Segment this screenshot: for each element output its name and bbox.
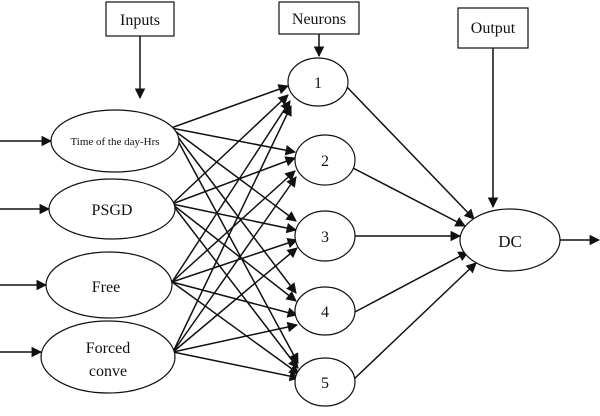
output-header-label: Output [471,20,516,37]
neuron-5: 5 [294,357,356,407]
input-node-psgd: PSGD [48,178,176,240]
inputs-header: Inputs [105,1,175,37]
input-to-neuron-arrow [172,321,299,353]
input-to-neuron-arrow [172,247,298,353]
input-to-neuron-arrow [171,156,296,205]
input-to-neuron-arrow [170,127,297,294]
inputs-header-box [105,1,175,37]
input-to-neuron-arrow [171,203,299,369]
neurons-header-label: Neurons [292,11,346,28]
input-to-neuron-arrow [172,351,301,382]
neuron-ellipse [294,134,356,186]
input-node-time-of-day: Time of the day-Hrs [50,109,180,173]
neuron-to-output-arrow [352,167,466,227]
input-node-free: Free [45,251,173,319]
neurons-header: Neurons [278,1,360,35]
input-node-ellipse [45,251,173,319]
input-to-neuron-arrow [170,127,299,364]
output-node-dc: DC [459,208,561,272]
neuron-label: 4 [321,304,329,321]
neuron-ellipse [294,286,356,336]
input-node-forced-conve: Forced conve [40,320,176,394]
input-node-label: PSGD [92,202,133,219]
input-node-label-line1: Forced [86,340,130,357]
input-to-neuron-arrow [170,127,297,156]
inputs-header-label: Inputs [120,12,160,29]
input-node-label-line2: conve [89,363,127,380]
neuron-label: 3 [321,229,329,246]
output-header: Output [457,7,529,49]
input-node-ellipse [50,109,180,173]
neuron-ellipse [294,210,356,262]
neuron-3: 3 [294,210,356,262]
neuron-label: 2 [321,153,329,170]
input-node-ellipse [48,178,176,240]
neuron-2: 2 [294,134,356,186]
input-to-neuron-arrow [171,281,300,375]
input-to-neuron-arrow [171,238,298,283]
neuron-1: 1 [287,57,349,107]
input-to-neuron-arrow [171,203,298,234]
input-to-neuron-arrow [170,84,289,129]
input-to-neuron-arrow [172,105,292,353]
input-to-neuron-arrow [171,100,291,283]
input-node-ellipse [40,320,176,394]
neuron-label: 1 [314,75,322,92]
input-to-neuron-arrow [171,281,299,318]
neuron-to-output-arrow [345,85,475,220]
output-node-ellipse [459,208,561,272]
neurons-header-box [278,1,360,35]
neuron-to-output-arrow [352,251,469,314]
input-to-neuron-arrow [171,203,297,302]
neuron-to-output-arrow [352,262,477,381]
input-node-label: Time of the day-Hrs [70,136,159,148]
output-node-label: DC [498,232,522,251]
output-header-box [457,7,529,49]
neuron-4: 4 [294,286,356,336]
neuron-label: 5 [321,375,329,392]
input-to-neuron-arrow [171,94,289,205]
connection-arrows [0,34,600,382]
neuron-ellipse [287,57,349,107]
input-node-label: Free [92,279,120,296]
input-to-neuron-arrow [172,176,297,353]
neuron-ellipse [294,357,356,407]
